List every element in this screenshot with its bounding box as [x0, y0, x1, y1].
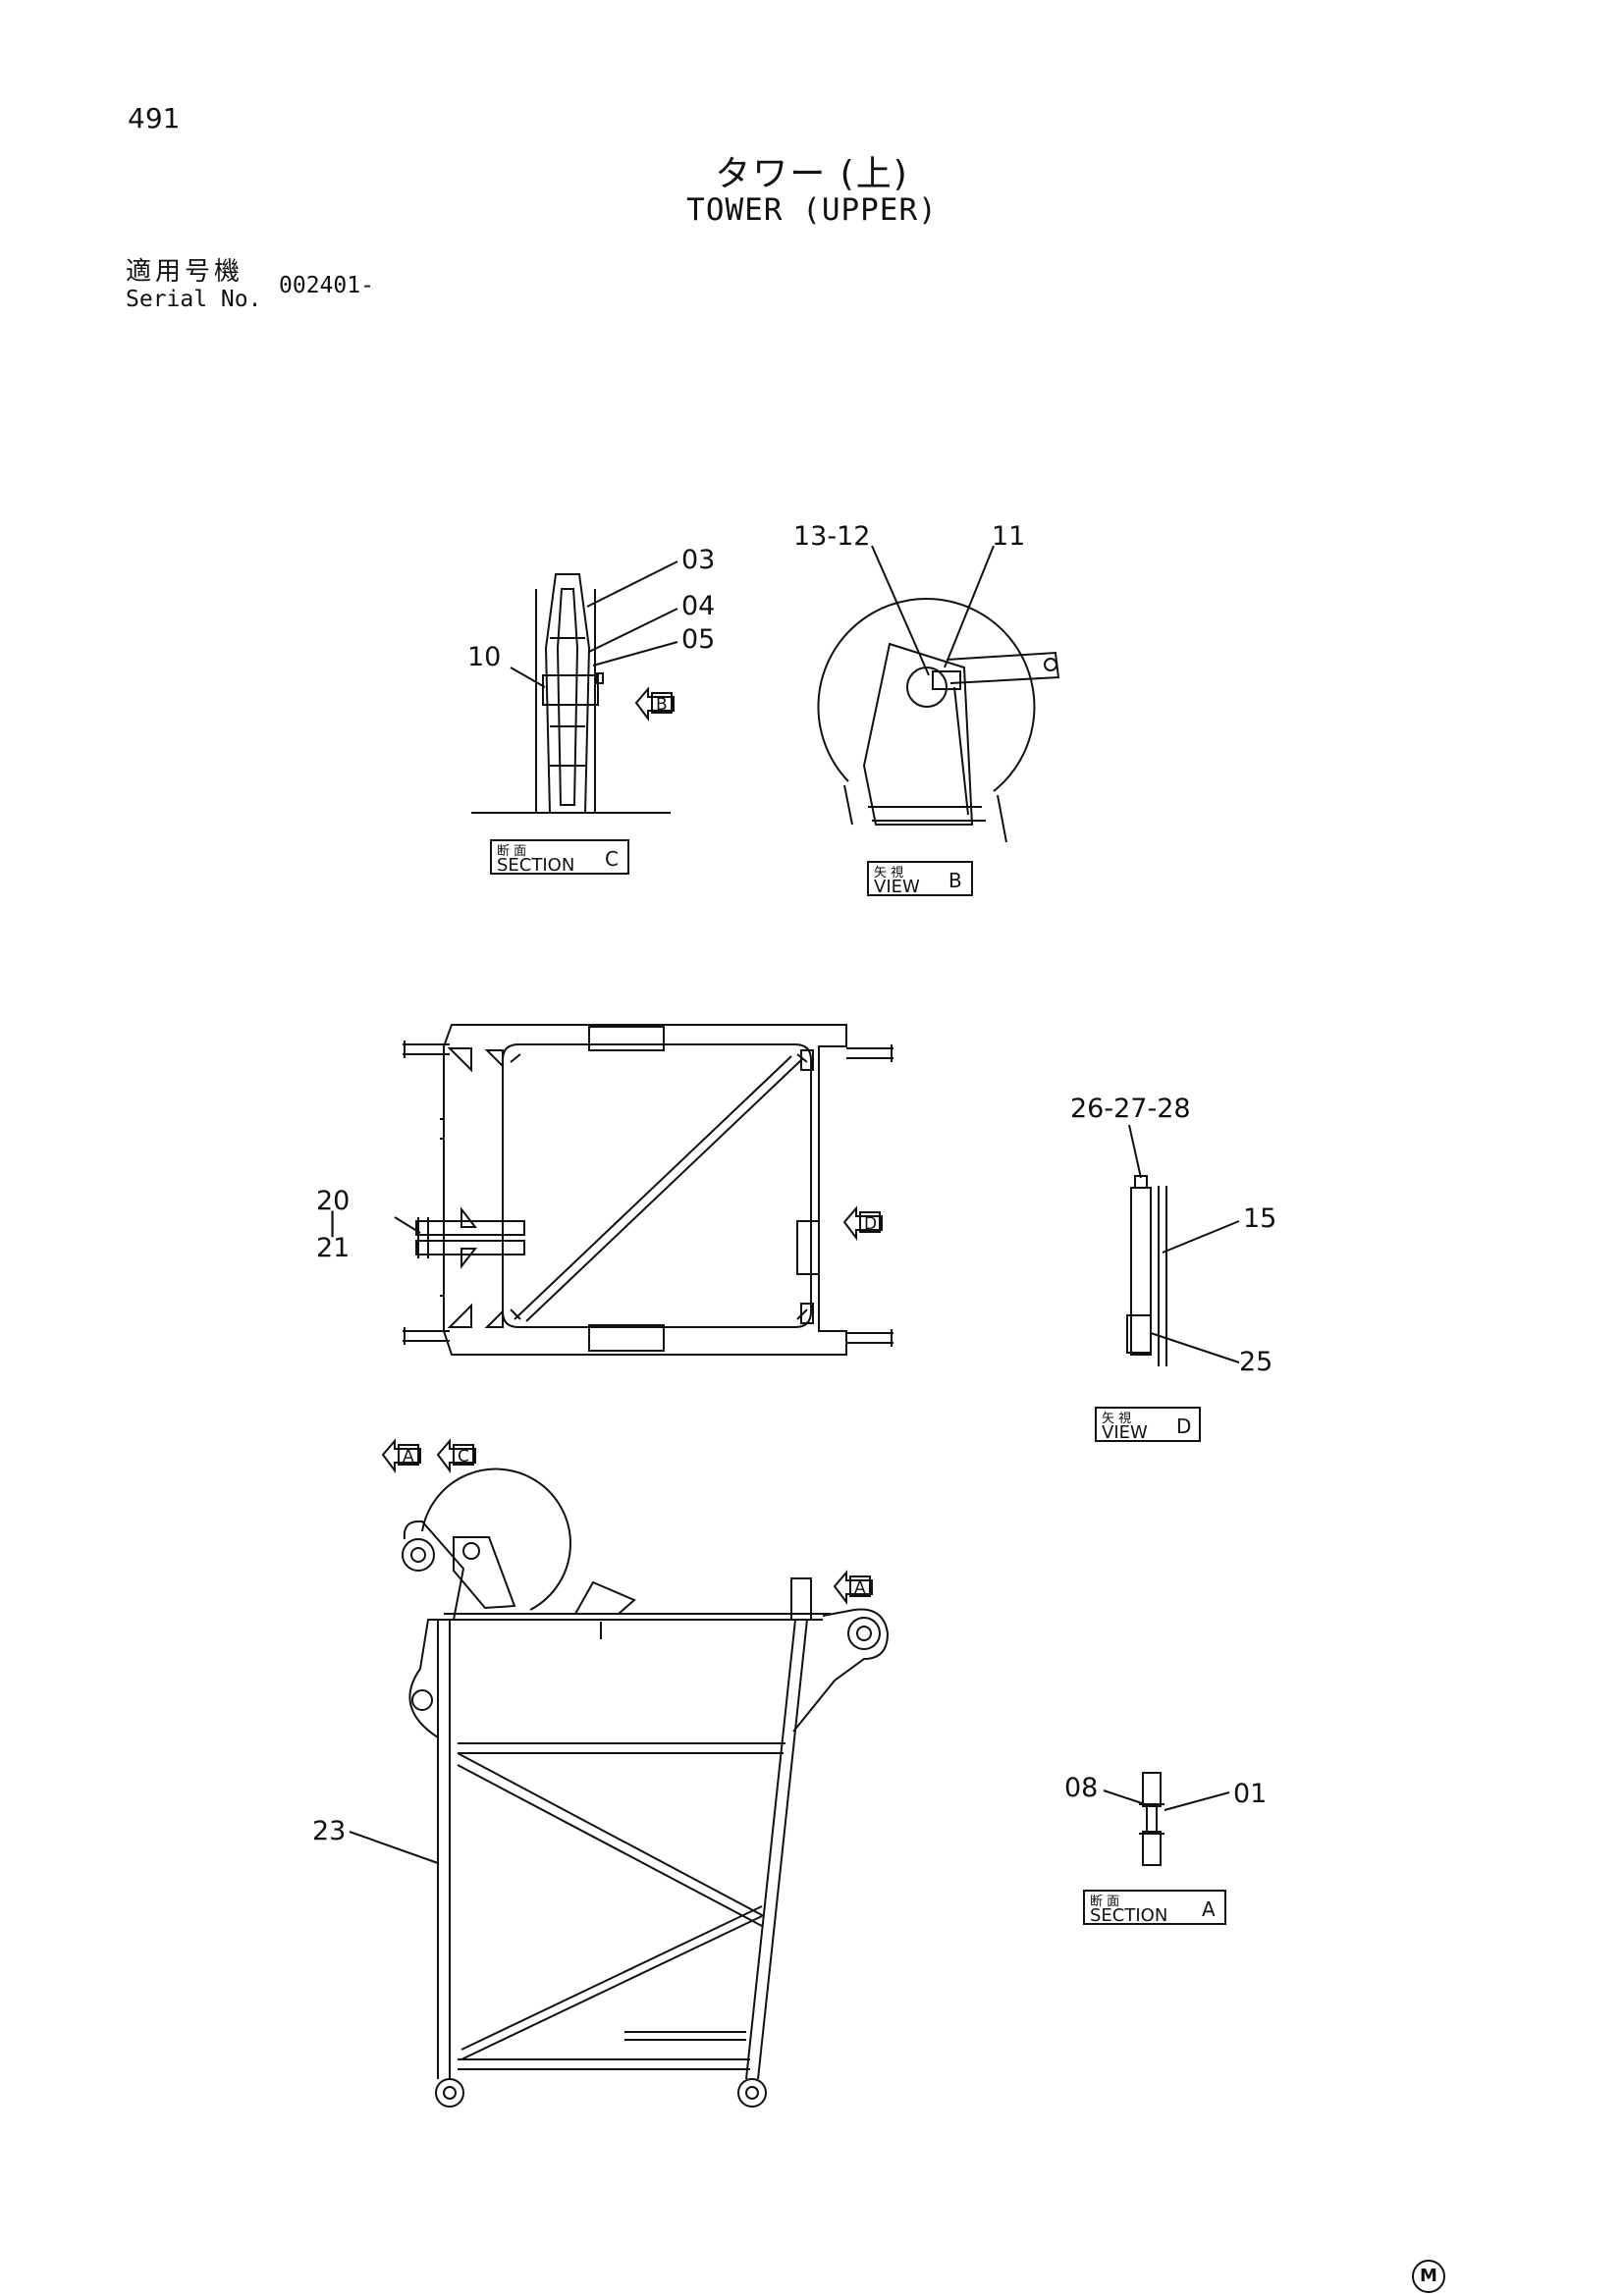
view-b-letter: B: [948, 869, 962, 892]
callout-04: 04: [681, 591, 715, 621]
section-c-letter: C: [605, 847, 619, 871]
callout-26-27-28: 26-27-28: [1070, 1094, 1191, 1124]
view-b-label-jp: 矢 視: [874, 866, 903, 881]
callout-10: 10: [467, 642, 501, 672]
callout-23: 23: [312, 1816, 346, 1846]
section-c-sheave-drawing: [471, 573, 671, 814]
view-arrow-a-top-letter: A: [403, 1447, 414, 1467]
view-d-letter: D: [1176, 1415, 1191, 1438]
view-d-drawing: [1126, 1175, 1167, 1366]
view-b-drawing: [817, 597, 1060, 843]
section-a-label-jp: 断 面: [1090, 1895, 1119, 1909]
callout-05: 05: [681, 624, 715, 655]
view-b-leader-lines: [871, 545, 995, 676]
callout-20-21-separator: |: [328, 1207, 337, 1238]
serial-label-english: Serial No.: [126, 287, 262, 312]
view-arrow-a-top-icon: [381, 1438, 421, 1473]
view-d-label-jp: 矢 視: [1102, 1412, 1131, 1426]
title-japanese: タワー (上): [715, 154, 909, 194]
callout-20: 20: [316, 1186, 350, 1216]
section-c-leader-lines: [510, 561, 678, 688]
section-a-letter: A: [1202, 1897, 1216, 1921]
callout-03: 03: [681, 545, 715, 575]
view-d-label-box: [1095, 1407, 1201, 1442]
serial-label-japanese: 適用号機: [126, 257, 244, 287]
section-a-label-box: [1083, 1890, 1226, 1925]
view-arrow-a-side-letter: A: [854, 1578, 866, 1598]
view-arrow-b-icon: [634, 686, 675, 721]
corner-mark-icon: M: [1412, 2260, 1445, 2293]
title-english: TOWER (UPPER): [686, 192, 938, 228]
page-number: 491: [128, 102, 181, 134]
view-b-label-en: VIEW: [874, 877, 920, 897]
view-arrow-d-letter: D: [864, 1214, 877, 1234]
view-arrow-d-icon: [842, 1205, 883, 1241]
section-c-label-en: SECTION: [497, 855, 574, 876]
view-arrow-a-side-icon: [833, 1570, 873, 1605]
view-d-leader-lines: [1128, 1124, 1240, 1363]
leader-line-23: [349, 1831, 439, 1864]
section-a-leader-lines: [1103, 1789, 1230, 1811]
callout-21: 21: [316, 1233, 350, 1263]
view-arrow-c-letter: C: [458, 1447, 469, 1467]
view-arrow-c-icon: [436, 1438, 476, 1473]
section-c-label-box: [490, 839, 629, 875]
tower-side-view-drawing: [402, 1468, 890, 2108]
view-d-label-en: VIEW: [1102, 1422, 1148, 1443]
section-a-drawing: [1139, 1772, 1164, 1866]
section-c-label-jp: 断 面: [497, 844, 526, 859]
leader-line-20-21: [394, 1216, 421, 1234]
section-a-label-en: SECTION: [1090, 1905, 1167, 1926]
view-arrow-b-letter: B: [656, 695, 668, 715]
callout-15: 15: [1243, 1203, 1276, 1234]
view-b-label-box: [867, 861, 973, 896]
callout-25: 25: [1239, 1347, 1272, 1377]
serial-number-value: 002401-: [279, 273, 374, 298]
callout-01: 01: [1233, 1779, 1267, 1809]
top-view-frame-drawing: [403, 1024, 893, 1356]
callout-13-12: 13-12: [793, 521, 870, 552]
callout-11: 11: [992, 521, 1025, 552]
callout-08: 08: [1064, 1773, 1098, 1803]
